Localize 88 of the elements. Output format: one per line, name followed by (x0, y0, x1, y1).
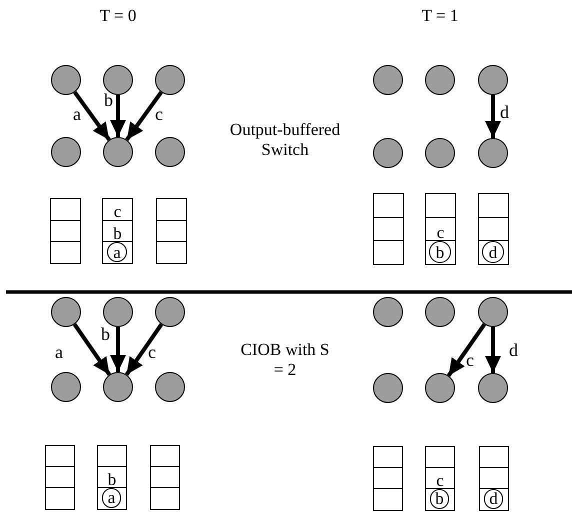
port-circle (155, 297, 185, 327)
edge-label: a (55, 343, 63, 361)
circled-packet-label: b (429, 241, 451, 263)
queue-cell (45, 487, 75, 510)
arrow (73, 90, 111, 142)
queue-cell (479, 488, 509, 510)
queue-cell (150, 466, 180, 488)
queue-cell (478, 193, 509, 218)
queue-cell (97, 445, 127, 468)
queue-cell (156, 220, 187, 242)
circled-packet-label: a (107, 242, 127, 262)
queue-cell (150, 487, 180, 510)
circled-packet-label: d (482, 241, 504, 263)
edge-label: b (101, 325, 110, 343)
queue-cell (97, 487, 127, 510)
queue-cell: c (102, 198, 133, 221)
port-circle (478, 138, 508, 168)
switch-type-label: CIOB with S = 2 (240, 340, 330, 381)
port-circle (373, 297, 403, 327)
circled-packet-label: d (484, 489, 504, 508)
time-label: T = 1 (420, 6, 460, 26)
queue-cell (425, 193, 456, 218)
arrow (110, 327, 126, 372)
queue-cell: c (425, 216, 456, 242)
arrow (110, 95, 126, 137)
port-circle (155, 372, 185, 402)
port-circle (155, 65, 185, 95)
queue-cell (50, 241, 81, 264)
queue-cell: b (97, 466, 127, 488)
port-circle (51, 137, 81, 167)
port-circle (51, 372, 81, 402)
arrow (446, 323, 486, 377)
queue-cell (479, 446, 509, 468)
arrow (124, 323, 164, 376)
queue-cell (425, 488, 455, 510)
edge-label: b (104, 91, 113, 109)
edge-label: c (466, 351, 474, 369)
queue-cell: c (425, 467, 455, 490)
circled-packet-label: b (430, 489, 450, 508)
port-circle (51, 297, 81, 327)
arrow (485, 327, 501, 373)
port-circle (51, 65, 81, 95)
port-circle (103, 137, 133, 167)
arrow (125, 90, 163, 142)
port-circle (103, 65, 133, 95)
port-circle (155, 137, 185, 167)
queue-cell (373, 446, 403, 468)
edge-label: c (155, 105, 163, 123)
queue-cell (102, 241, 133, 264)
port-circle (373, 138, 403, 168)
queue-cell (373, 193, 404, 218)
queue-cell (425, 446, 455, 468)
edge-label: d (500, 103, 509, 121)
switch-type-label: Output-buffered Switch (228, 120, 342, 161)
port-circle (373, 373, 403, 403)
edge-label: c (148, 343, 156, 361)
arrow (72, 323, 112, 376)
edge-label: a (73, 105, 81, 123)
queue-cell (45, 445, 75, 468)
queue-cell (50, 220, 81, 242)
queue-cell (373, 467, 403, 490)
arrow (485, 95, 501, 138)
queue-cell (478, 240, 509, 265)
port-circle (425, 138, 455, 168)
port-circle (373, 65, 403, 95)
port-circle (425, 297, 455, 327)
queue-cell (425, 240, 456, 265)
edge-label: d (509, 341, 518, 359)
port-circle (478, 65, 508, 95)
queue-cell: b (102, 220, 133, 242)
circled-packet-label: a (102, 488, 122, 508)
queue-cell (150, 445, 180, 468)
port-circle (425, 65, 455, 95)
queue-cell (478, 216, 509, 242)
queue-cell (156, 198, 187, 221)
port-circle (103, 372, 133, 402)
time-label: T = 0 (98, 6, 138, 26)
port-circle (478, 373, 508, 403)
queue-cell (373, 488, 403, 510)
queue-cell (479, 467, 509, 490)
queue-cell (373, 240, 404, 265)
queue-cell (373, 216, 404, 242)
queue-cell (50, 198, 81, 221)
port-circle (425, 373, 455, 403)
port-circle (103, 297, 133, 327)
port-circle (478, 297, 508, 327)
queue-cell (156, 241, 187, 264)
queue-cell (45, 466, 75, 488)
